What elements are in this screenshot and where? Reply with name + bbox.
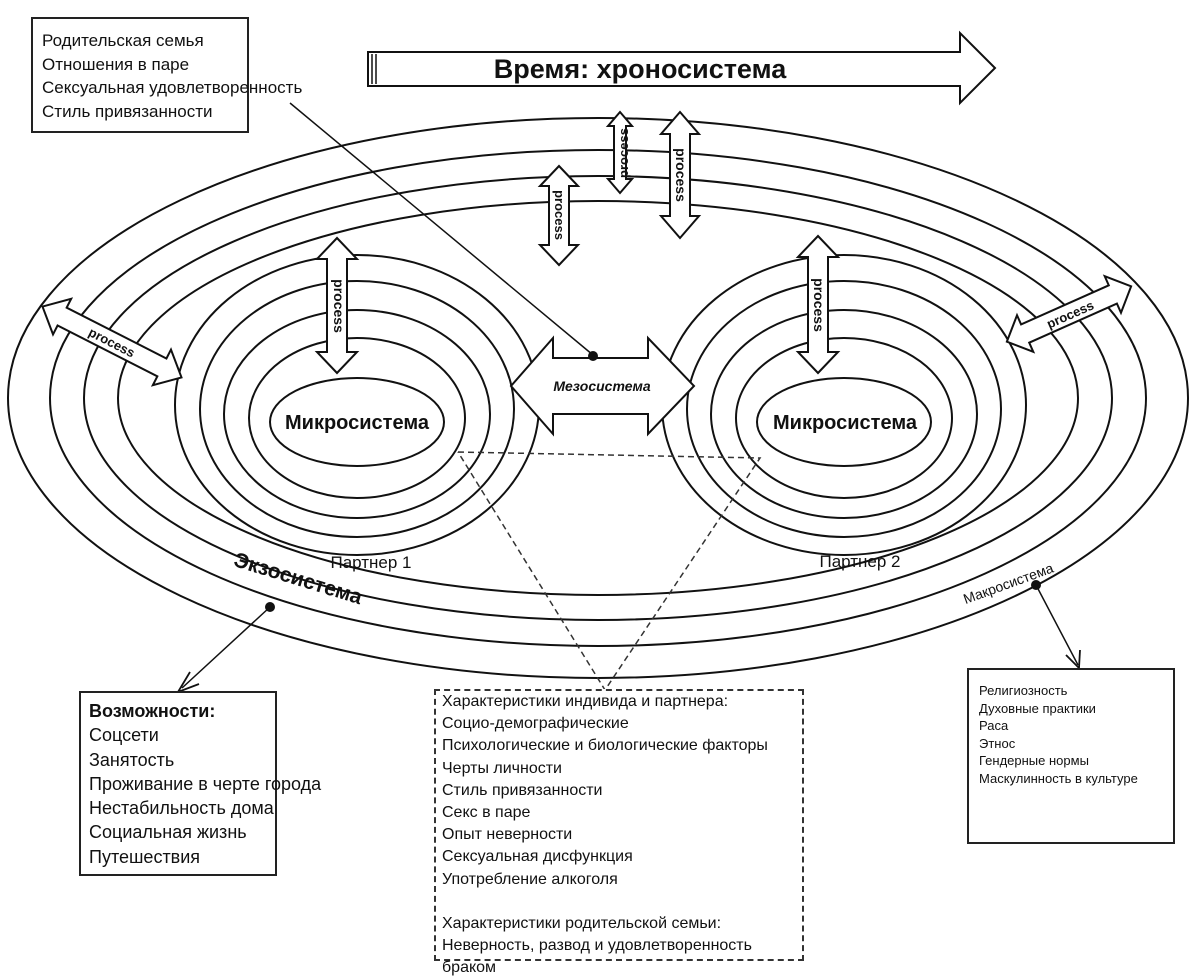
exosystem-ring-outer <box>83 175 1113 621</box>
parent-family-box: Родительская семья Отношения в паре Секс… <box>31 17 303 133</box>
process-arrow-chrono-2 <box>658 110 702 240</box>
individual-item: Сексуальная дисфункция <box>442 848 633 866</box>
connector-dot <box>1031 580 1041 590</box>
individual-characteristics-box: Характеристики индивида и партнера: Соци… <box>434 689 804 976</box>
parent-family-item: Отношения в паре <box>42 54 190 74</box>
macrosystem-ring-inner <box>49 149 1147 647</box>
process-arrow-chrono-1 <box>605 110 635 195</box>
family-item: браком <box>442 959 497 977</box>
family-item: Неверность, развод и удовлетворенность <box>442 937 752 955</box>
opportunities-item: Социальная жизнь <box>89 822 247 843</box>
partner1-microsystem-core <box>269 377 445 467</box>
parent-family-item: Стиль привязанности <box>42 101 213 121</box>
macrosystem-box: Религиозность Духовные практики Раса Этн… <box>967 668 1175 844</box>
opportunities-item: Соцсети <box>89 725 159 746</box>
parent-family-item: Родительская семья <box>42 31 204 50</box>
process-arrow-partner1 <box>314 236 360 375</box>
individual-item: Социо-демографические <box>442 715 629 733</box>
process-arrow-partner2 <box>795 234 841 375</box>
connector-dot <box>265 602 275 612</box>
opportunities-item: Занятость <box>89 749 175 770</box>
arrow-head-macro <box>1065 649 1081 671</box>
partner2-label: Партнер 2 <box>819 552 900 571</box>
individual-heading: Характеристики индивида и партнера: <box>442 693 729 710</box>
macro-item: Этнос <box>979 735 1016 751</box>
process-arrow-right-diagonal <box>1005 274 1133 354</box>
connector-parent-family <box>289 102 594 356</box>
connector-dot <box>588 351 598 361</box>
opportunities-item: Нестабильность дома <box>89 798 274 819</box>
family-heading: Характеристики родительской семьи: <box>442 914 722 932</box>
process-label: process <box>331 279 347 333</box>
individual-item: Стиль привязанности <box>442 781 603 799</box>
process-label: process <box>552 190 567 240</box>
process-label: process <box>673 148 689 202</box>
process-label: process <box>616 128 631 178</box>
parent-family-item: Сексуальная удовлетворенность <box>42 78 303 97</box>
process-arrow-meso-top <box>537 164 581 267</box>
macro-item: Духовные практики <box>979 700 1096 716</box>
exosystem-ring-inner <box>117 200 1079 596</box>
macro-item: Раса <box>979 718 1009 733</box>
connector-exosystem <box>181 606 271 689</box>
connector-macrosystem <box>1035 584 1079 666</box>
dashed-triangle <box>457 451 762 692</box>
opportunities-heading: Возможности: <box>89 701 216 721</box>
process-label: process <box>811 278 827 332</box>
chronosystem-arrow: Время: хроносистема <box>367 30 997 106</box>
macro-item: Религиозность <box>979 683 1068 698</box>
opportunities-item: Проживание в черте города <box>89 773 322 794</box>
individual-item: Опыт неверности <box>442 826 573 844</box>
opportunities-box: Возможности: Соцсети Занятость Проживани… <box>79 691 322 876</box>
individual-item: Черты личности <box>442 759 562 777</box>
individual-item: Секс в паре <box>442 804 531 822</box>
individual-item: Психологические и биологические факторы <box>442 737 768 755</box>
mesosystem-arrow <box>509 335 696 437</box>
macro-item: Гендерные нормы <box>979 753 1089 768</box>
opportunities-item: Путешествия <box>89 846 201 867</box>
macro-item: Маскулинность в культуре <box>979 770 1138 786</box>
individual-item: Употребление алкоголя <box>442 870 618 888</box>
spacer <box>442 891 802 913</box>
microsystem-label-partner1: Микросистема <box>285 412 430 434</box>
partner1-label: Партнер 1 <box>330 553 411 572</box>
mesosystem-label: Мезосистема <box>553 378 650 394</box>
partner2-microsystem-core <box>756 377 932 467</box>
microsystem-label-partner2: Микросистема <box>773 412 918 434</box>
process-arrow-left-diagonal <box>41 297 183 387</box>
chronosystem-label: Время: хроносистема <box>494 54 787 84</box>
